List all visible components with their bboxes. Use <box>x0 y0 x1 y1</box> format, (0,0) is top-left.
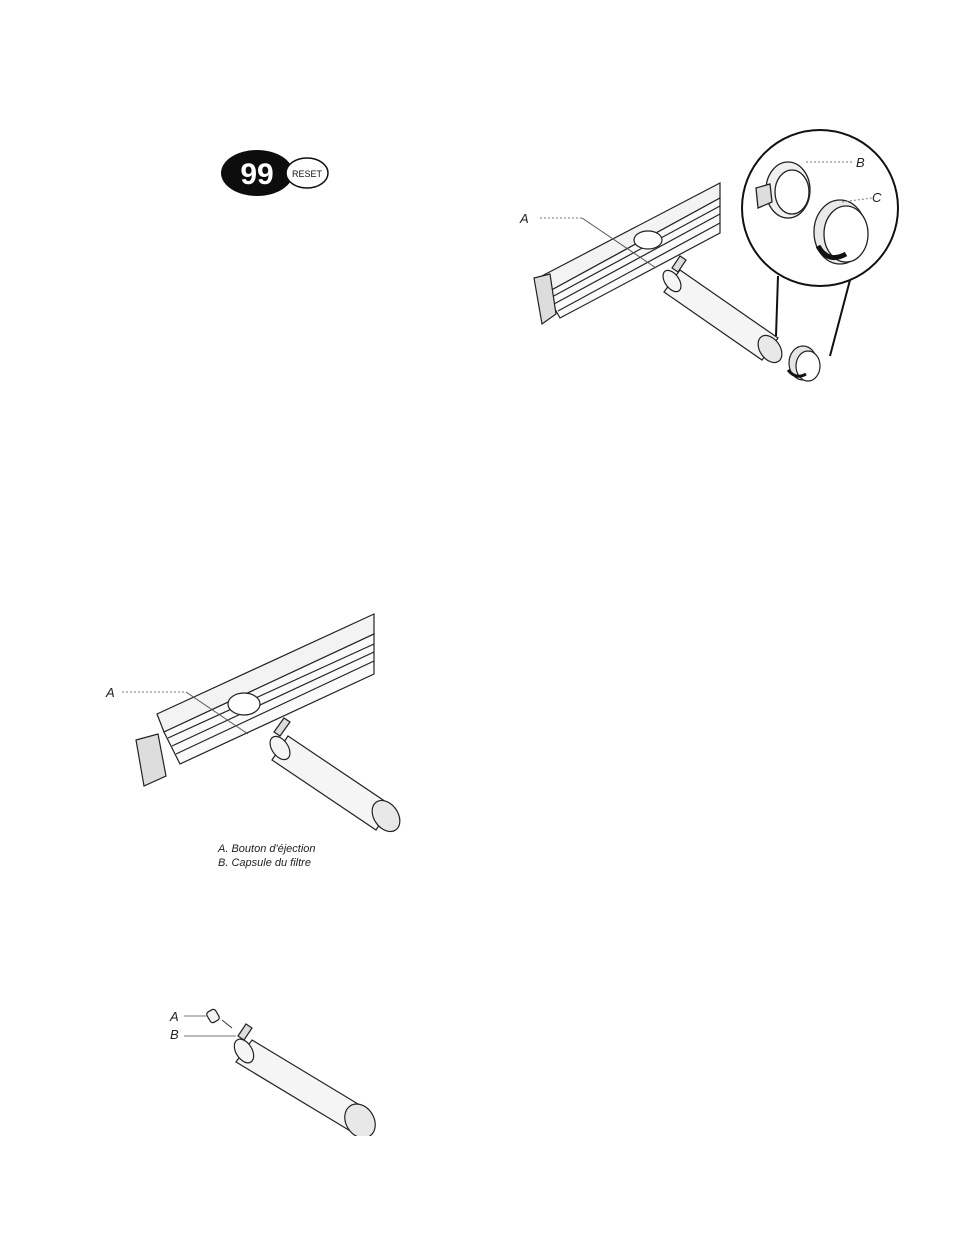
display-graphic: 99 RESET <box>220 149 330 197</box>
caption-filter-cap: B. Capsule du filtre <box>218 856 311 870</box>
filter-cap-illustration <box>520 128 900 384</box>
caption-eject-button: A. Bouton d'éjection <box>218 842 316 856</box>
display-digits: 99 <box>240 158 273 191</box>
eject-illustration <box>102 604 408 834</box>
filter-status-display: 99 RESET <box>220 149 330 197</box>
label-a: A <box>106 686 115 699</box>
figure-eject-button: A A. Bouton d'éjection B. Capsule du fil… <box>102 604 408 872</box>
figure-filter: A B <box>170 1006 380 1136</box>
label-a: A <box>170 1010 179 1023</box>
label-c: C <box>872 191 881 204</box>
reset-button-label: RESET <box>292 169 323 179</box>
label-a: A <box>520 212 529 225</box>
filter-illustration <box>170 1006 380 1136</box>
label-b: B <box>856 156 865 169</box>
label-b: B <box>170 1028 179 1041</box>
figure-filter-cap: A B C <box>520 128 900 384</box>
